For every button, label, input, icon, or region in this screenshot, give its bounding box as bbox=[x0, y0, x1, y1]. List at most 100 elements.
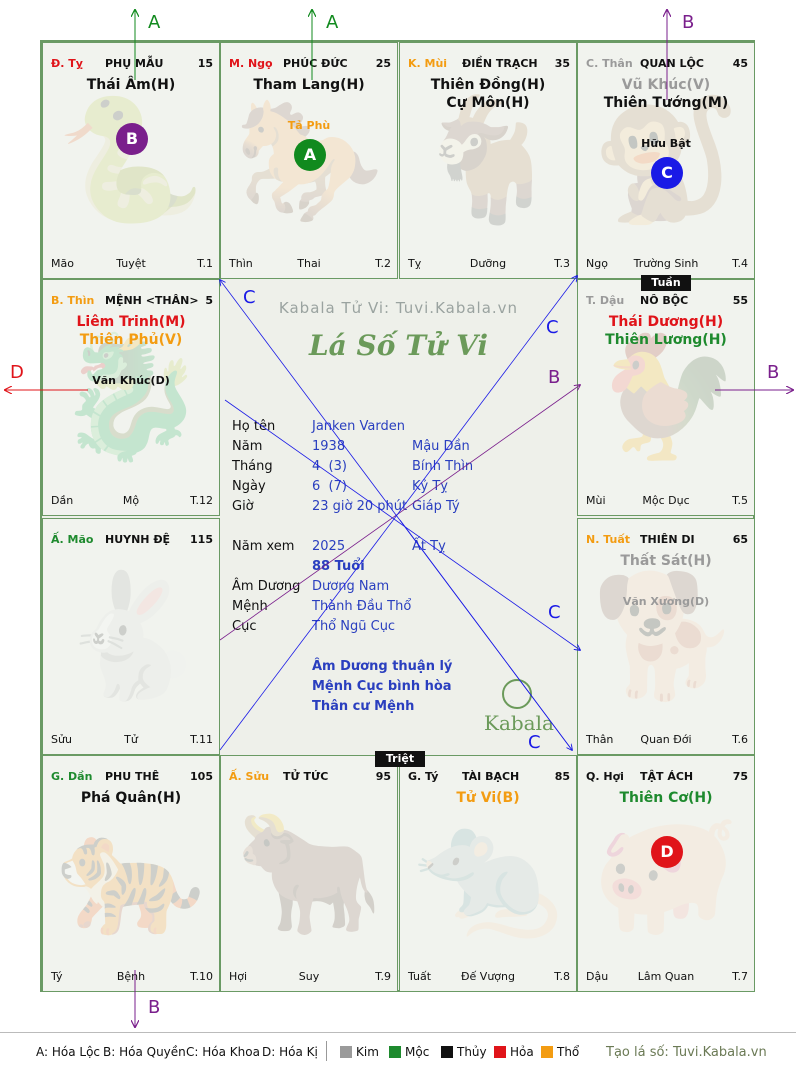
palace-number: 55 bbox=[732, 294, 748, 307]
note-am-duong: Âm Dương thuận lý bbox=[312, 659, 453, 674]
palace-branch: Dậu bbox=[586, 970, 609, 983]
triet-tag: Triệt bbox=[375, 751, 425, 767]
palace-index: T.5 bbox=[732, 494, 748, 507]
palace-index: T.3 bbox=[554, 257, 570, 270]
palace-index: T.6 bbox=[732, 733, 748, 746]
value-gio: 23 giờ 20 phút bbox=[312, 499, 408, 514]
label-nam: Năm bbox=[232, 439, 263, 454]
palace-index: T.2 bbox=[375, 257, 391, 270]
value-ho-ten: Janken Varden bbox=[312, 419, 405, 434]
zodiac-watermark-icon: 🐍 bbox=[56, 90, 206, 230]
legend: A: Hóa Lộc B: Hóa Quyền C: Hóa Khoa D: H… bbox=[0, 1032, 796, 1069]
label-thang: Tháng bbox=[232, 459, 273, 474]
arrow-label-c3: C bbox=[548, 602, 561, 623]
kim-swatch bbox=[340, 1046, 352, 1058]
arrow-label-c4: C bbox=[528, 732, 541, 753]
legend-hoa: Hỏa bbox=[494, 1045, 534, 1059]
zodiac-watermark-icon: 🐕 bbox=[591, 566, 741, 706]
palace-branch: Dần bbox=[51, 494, 74, 507]
chart-title: Lá Số Tử Vi bbox=[308, 329, 489, 362]
arrow-label-b-right: B bbox=[767, 362, 780, 383]
legend-divider bbox=[326, 1041, 327, 1061]
palace-can: G. Dần bbox=[51, 770, 93, 783]
palace-index: T.7 bbox=[732, 970, 748, 983]
note-than-cu: Thân cư Mệnh bbox=[312, 699, 415, 714]
value-cuc: Thổ Ngũ Cục bbox=[312, 619, 396, 634]
label-nam-xem: Năm xem bbox=[232, 539, 295, 554]
legend-b: B: Hóa Quyền bbox=[103, 1045, 186, 1059]
palace-index: T.8 bbox=[554, 970, 570, 983]
legend-kim: Kim bbox=[340, 1045, 379, 1059]
palace-number: 45 bbox=[732, 57, 748, 70]
legend-c: C: Hóa Khoa bbox=[186, 1045, 260, 1059]
palace-index: T.9 bbox=[375, 970, 391, 983]
kabala-tree-icon bbox=[502, 679, 532, 709]
palace-branch: Mùi bbox=[586, 494, 606, 507]
main-star: Thiên Cơ(H) bbox=[619, 790, 713, 806]
palace-branch: Mão bbox=[51, 257, 74, 270]
palace-name: TẬT ÁCH bbox=[640, 770, 694, 783]
watermark: Kabala Tử Vi: Tuvi.Kabala.vn bbox=[278, 299, 519, 317]
palace-index: T.10 bbox=[190, 970, 213, 983]
palace-number: 5 bbox=[205, 294, 213, 307]
main-star: Thiên Phủ(V) bbox=[79, 332, 183, 348]
value-ngay: 6 (7) bbox=[312, 479, 347, 494]
palace-name: QUAN LỘC bbox=[640, 57, 704, 70]
palace-cycle: Thai bbox=[297, 257, 321, 270]
palace-number: 115 bbox=[190, 533, 213, 546]
main-star: Thái Âm(H) bbox=[86, 77, 176, 93]
palace-cycle: Mộ bbox=[122, 494, 140, 507]
palace-name: HUYNH ĐỆ bbox=[105, 533, 171, 546]
zodiac-watermark-icon: 🐇 bbox=[56, 566, 206, 706]
palace-name: PHỤ MẪU bbox=[105, 57, 164, 70]
palace-cycle: Dưỡng bbox=[469, 257, 507, 270]
arrow-label-c2: C bbox=[546, 317, 559, 338]
label-ngay: Ngày bbox=[232, 479, 266, 494]
palace-branch: Ngọ bbox=[586, 257, 608, 270]
main-star: Thiên Tướng(M) bbox=[603, 95, 729, 111]
palace-number: 105 bbox=[190, 770, 213, 783]
palace-cycle: Tử bbox=[124, 733, 138, 746]
main-star: Thất Sát(H) bbox=[620, 553, 712, 569]
palace-cycle: Bệnh bbox=[116, 970, 146, 983]
palace-number: 35 bbox=[554, 57, 570, 70]
main-star: Tử Vi(B) bbox=[456, 790, 520, 806]
legend-moc: Mộc bbox=[389, 1045, 429, 1059]
palace-can: Ấ. Mão bbox=[51, 533, 94, 546]
palace-number: 85 bbox=[554, 770, 570, 783]
brand: Kabala bbox=[484, 711, 554, 735]
palace-index: T.12 bbox=[190, 494, 213, 507]
palace-can: N. Tuất bbox=[586, 533, 631, 546]
palace-can: Ấ. Sửu bbox=[229, 770, 270, 783]
zodiac-watermark-icon: 🐅 bbox=[56, 803, 206, 943]
main-star: Liêm Trinh(M) bbox=[76, 314, 186, 330]
legend-d: D: Hóa Kị bbox=[262, 1045, 318, 1059]
palace-cycle: Mộc Dục bbox=[642, 494, 690, 507]
legend-thuy: Thủy bbox=[441, 1045, 487, 1059]
palace-name: THIÊN DI bbox=[640, 533, 695, 546]
palace-branch: Thân bbox=[586, 733, 614, 746]
label-cuc: Cục bbox=[232, 619, 257, 634]
main-star: Thiên Đồng(H) bbox=[430, 77, 546, 93]
minor-star: Văn Xương(D) bbox=[622, 595, 710, 608]
palace-index: T.1 bbox=[197, 257, 213, 270]
value-nam-xem-can-chi: Ất Tỵ bbox=[412, 539, 446, 554]
hoa-marker-a: A bbox=[294, 139, 326, 171]
value-nam-xem: 2025 bbox=[312, 539, 346, 554]
value-am-duong: Dương Nam bbox=[312, 579, 390, 594]
hoa-marker-c: C bbox=[651, 157, 683, 189]
center-info: Kabala Tử Vi: Tuvi.Kabala.vn Lá Số Tử Vi… bbox=[220, 279, 577, 755]
main-star: Thái Dương(H) bbox=[608, 314, 724, 330]
arrow-label-d: D bbox=[10, 362, 24, 383]
zodiac-watermark-icon: 🐂 bbox=[234, 803, 384, 943]
